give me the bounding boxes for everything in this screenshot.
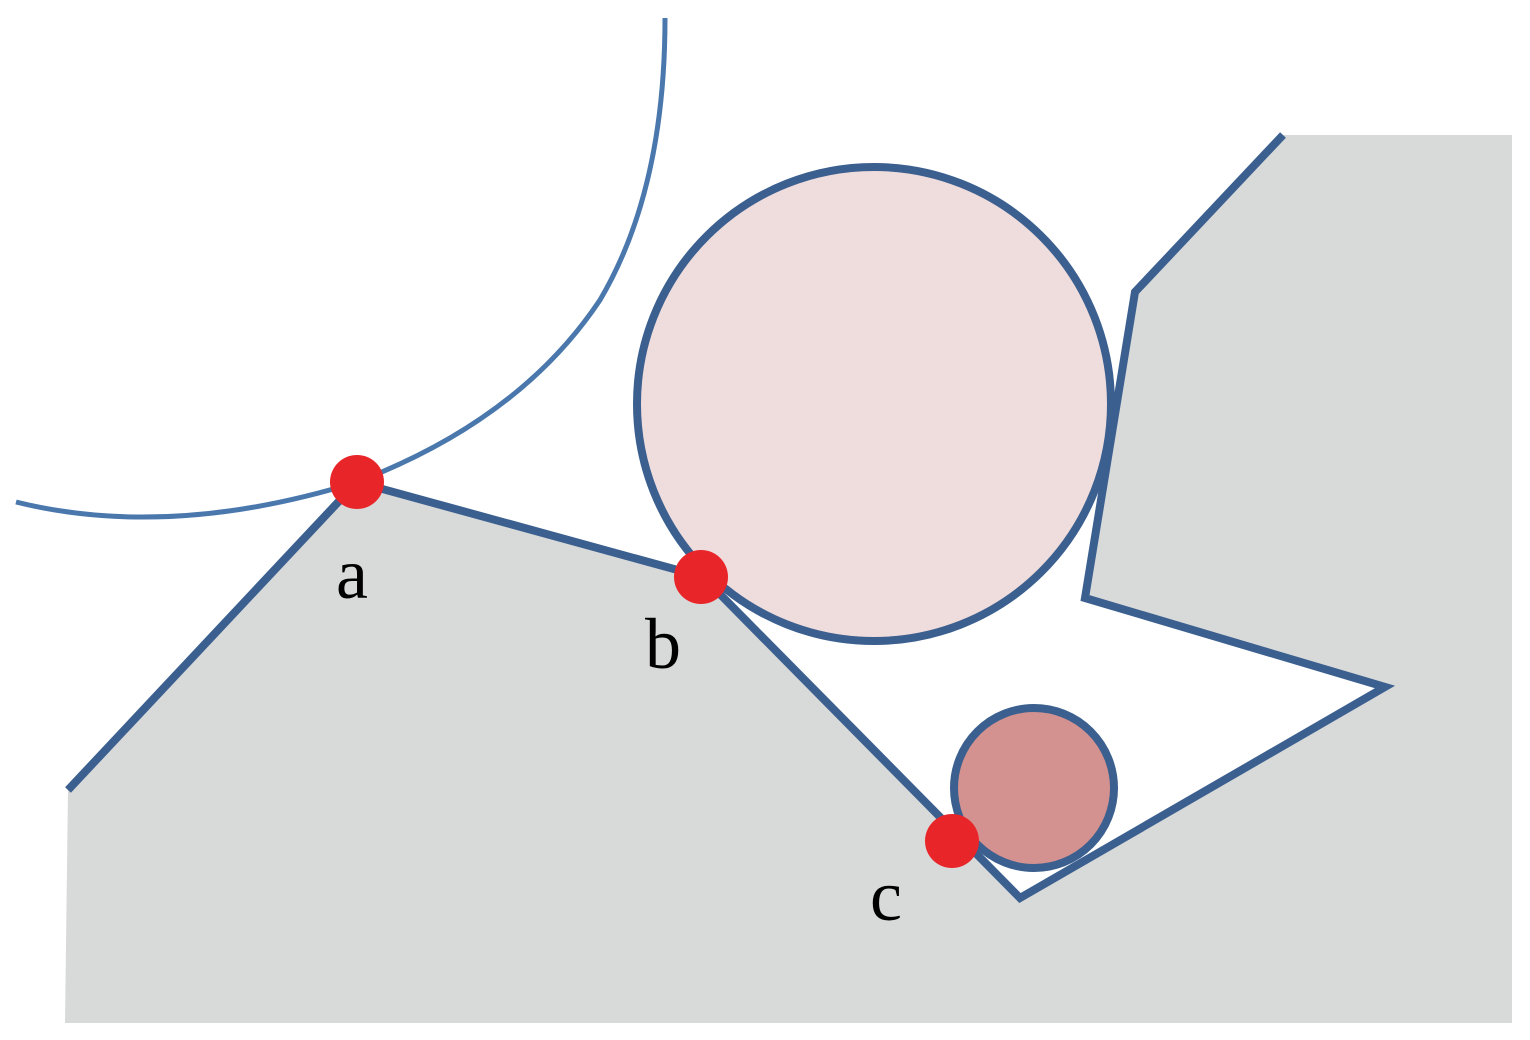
label-b: b [645, 604, 681, 684]
contact-point-b [674, 550, 728, 604]
large-arc [15, 17, 668, 520]
label-c: c [870, 856, 902, 936]
contact-point-a [330, 455, 384, 509]
large-circle [633, 163, 1115, 645]
small-circle [950, 704, 1118, 872]
boundary-outline [65, 132, 1396, 904]
gray-region [65, 135, 1512, 1023]
contact-point-c [925, 814, 979, 868]
label-a: a [336, 534, 368, 614]
